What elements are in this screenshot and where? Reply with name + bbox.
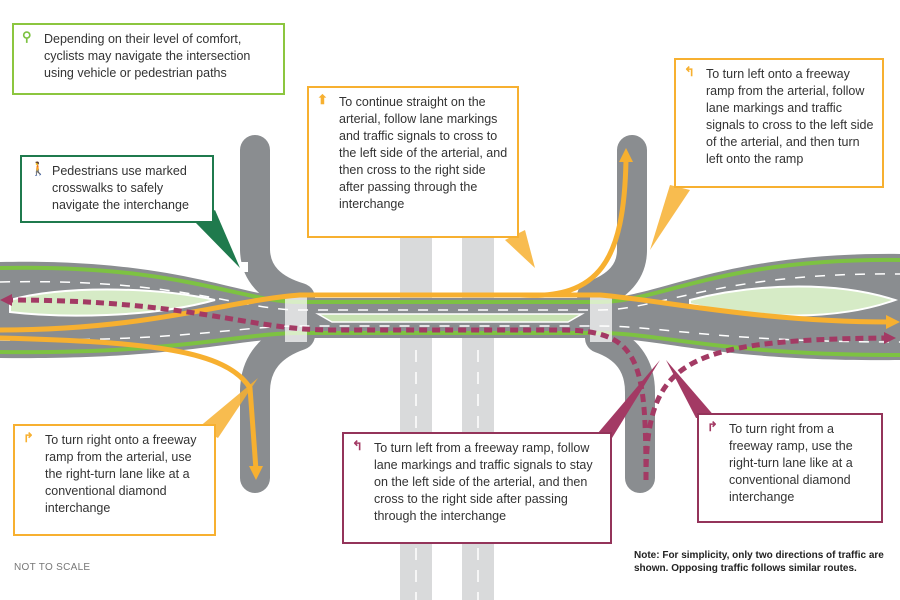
plum-arrowheads — [0, 294, 896, 344]
callout-pedestrians: 🚶 Pedestrians use marked crosswalks to s… — [20, 155, 214, 223]
turn-left-arrow-icon: ↰ — [684, 64, 695, 79]
orange-arrowheads — [249, 148, 900, 480]
callout-right-onto-ramp: ↱ To turn right onto a freeway ramp from… — [13, 424, 216, 536]
not-to-scale-label: NOT TO SCALE — [14, 562, 91, 573]
callout-left-onto-ramp-text: To turn left onto a freeway ramp from th… — [706, 67, 874, 166]
arterial-road — [0, 253, 900, 361]
callout-left-onto-ramp: ↰ To turn left onto a freeway ramp from … — [674, 58, 884, 188]
turn-right-arrow-icon: ↱ — [707, 419, 718, 434]
callout-left-from-ramp: ↰ To turn left from a freeway ramp, foll… — [342, 432, 612, 544]
turn-left-arrow-icon: ↰ — [352, 438, 363, 453]
callout-cyclists: ⚲ Depending on their level of comfort, c… — [12, 23, 285, 95]
route-right-onto-ramp — [0, 335, 259, 473]
route-right-from-ramp — [643, 335, 886, 481]
pedestrian-icon: 🚶 — [30, 161, 47, 176]
callout-right-from-ramp-text: To turn right from a freeway ramp, use t… — [729, 422, 853, 504]
callout-cyclists-text: Depending on their level of comfort, cyc… — [44, 32, 251, 80]
turn-right-arrow-icon: ↱ — [23, 430, 34, 445]
callout-right-onto-ramp-text: To turn right onto a freeway ramp from t… — [45, 433, 197, 515]
callout-straight: ⬆ To continue straight on the arterial, … — [307, 86, 519, 238]
traffic-note: Note: For simplicity, only two direction… — [634, 550, 884, 574]
route-left-onto-ramp — [297, 157, 629, 298]
orange-routes — [0, 157, 893, 473]
callout-left-from-ramp-text: To turn left from a freeway ramp, follow… — [374, 441, 593, 523]
callout-right-from-ramp: ↱ To turn right from a freeway ramp, use… — [697, 413, 883, 523]
callout-straight-text: To continue straight on the arterial, fo… — [339, 95, 508, 211]
lane-markings — [0, 273, 900, 343]
callout-pointers — [195, 185, 716, 440]
crosswalks — [232, 258, 666, 342]
callout-pedestrians-text: Pedestrians use marked crosswalks to saf… — [52, 164, 189, 212]
bicycle-icon: ⚲ — [22, 29, 32, 44]
arrow-up-icon: ⬆ — [317, 92, 328, 107]
freeway — [400, 232, 494, 600]
